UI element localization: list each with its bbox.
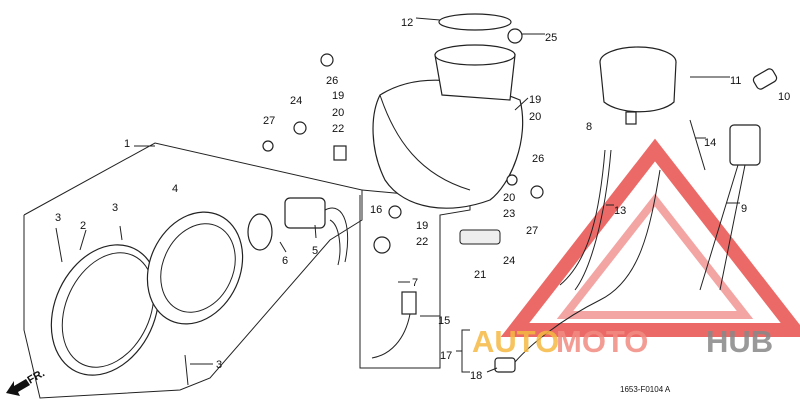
callout: 3 <box>112 202 118 214</box>
callout: 18 <box>470 370 482 382</box>
bolt <box>507 28 523 44</box>
callout: 19 <box>332 90 344 102</box>
callout: 4 <box>172 183 178 195</box>
diagram-code: 1653-F0104 A <box>620 385 671 394</box>
callout: 9 <box>741 203 747 215</box>
watermark-auto: AUTO <box>472 324 559 359</box>
callout: 20 <box>529 111 541 123</box>
connector <box>401 291 417 315</box>
callout: 26 <box>532 153 544 165</box>
callout: 11 <box>730 75 741 87</box>
callout: 8 <box>586 121 592 133</box>
callout: 20 <box>332 107 344 119</box>
meter-lamp-harness <box>559 149 612 291</box>
callout: 1 <box>124 138 130 150</box>
callout: 17 <box>440 350 452 362</box>
leader-lines <box>79 17 740 373</box>
bolt <box>262 140 274 152</box>
ignition-key <box>752 68 778 90</box>
bolt <box>530 185 544 199</box>
callout: 3 <box>216 359 222 371</box>
screw <box>388 205 402 219</box>
collar <box>506 174 518 186</box>
callout: 27 <box>526 225 538 237</box>
bolt <box>320 53 334 67</box>
callout: 27 <box>263 115 275 127</box>
headlight-bulb <box>247 213 273 251</box>
speedometer-cable-end <box>494 357 516 373</box>
speedometer-cable <box>514 169 661 363</box>
spring <box>689 119 706 171</box>
front-direction-arrow: FR. <box>6 367 47 396</box>
callout: 3 <box>55 212 61 224</box>
callout: 15 <box>438 315 450 327</box>
callout: 19 <box>416 220 428 232</box>
watermark-text: AUTO MOTO HUB <box>472 324 773 359</box>
nut <box>333 145 347 161</box>
callout: 6 <box>282 255 288 267</box>
callout: 22 <box>332 123 344 135</box>
callout: 25 <box>545 32 557 44</box>
callout: 26 <box>326 75 338 87</box>
callout: 7 <box>412 277 418 289</box>
callout: 22 <box>416 236 428 248</box>
callout: 21 <box>474 269 486 281</box>
headlight-case <box>372 44 524 209</box>
watermark-moto: MOTO <box>556 324 648 359</box>
callout: 2 <box>80 220 86 232</box>
socket-boot <box>373 236 391 254</box>
callout: 5 <box>312 245 318 257</box>
callout: 14 <box>704 137 716 149</box>
callout: 24 <box>503 255 515 267</box>
callout: 10 <box>778 91 790 103</box>
callout: 12 <box>401 17 413 29</box>
callout: 19 <box>529 94 541 106</box>
callout: 13 <box>614 205 626 217</box>
bulb-socket <box>284 197 326 229</box>
ignition-switch <box>729 124 761 166</box>
callout: 23 <box>503 208 515 220</box>
grommet <box>293 121 307 135</box>
callout: 24 <box>290 95 302 107</box>
group-outline-headlight <box>23 142 363 399</box>
callout-labels: 1 2 3 3 3 4 5 6 7 8 9 10 11 12 13 14 15 … <box>55 17 790 382</box>
callout: 16 <box>370 204 382 216</box>
front-label: FR. <box>26 367 47 386</box>
watermark-hub: HUB <box>706 324 773 359</box>
speedometer <box>599 46 677 125</box>
bracket <box>459 229 501 245</box>
callout: 20 <box>503 192 515 204</box>
headlight-lens <box>146 211 244 325</box>
watermark-logo-triangle <box>500 138 800 337</box>
case-ring <box>438 13 512 31</box>
